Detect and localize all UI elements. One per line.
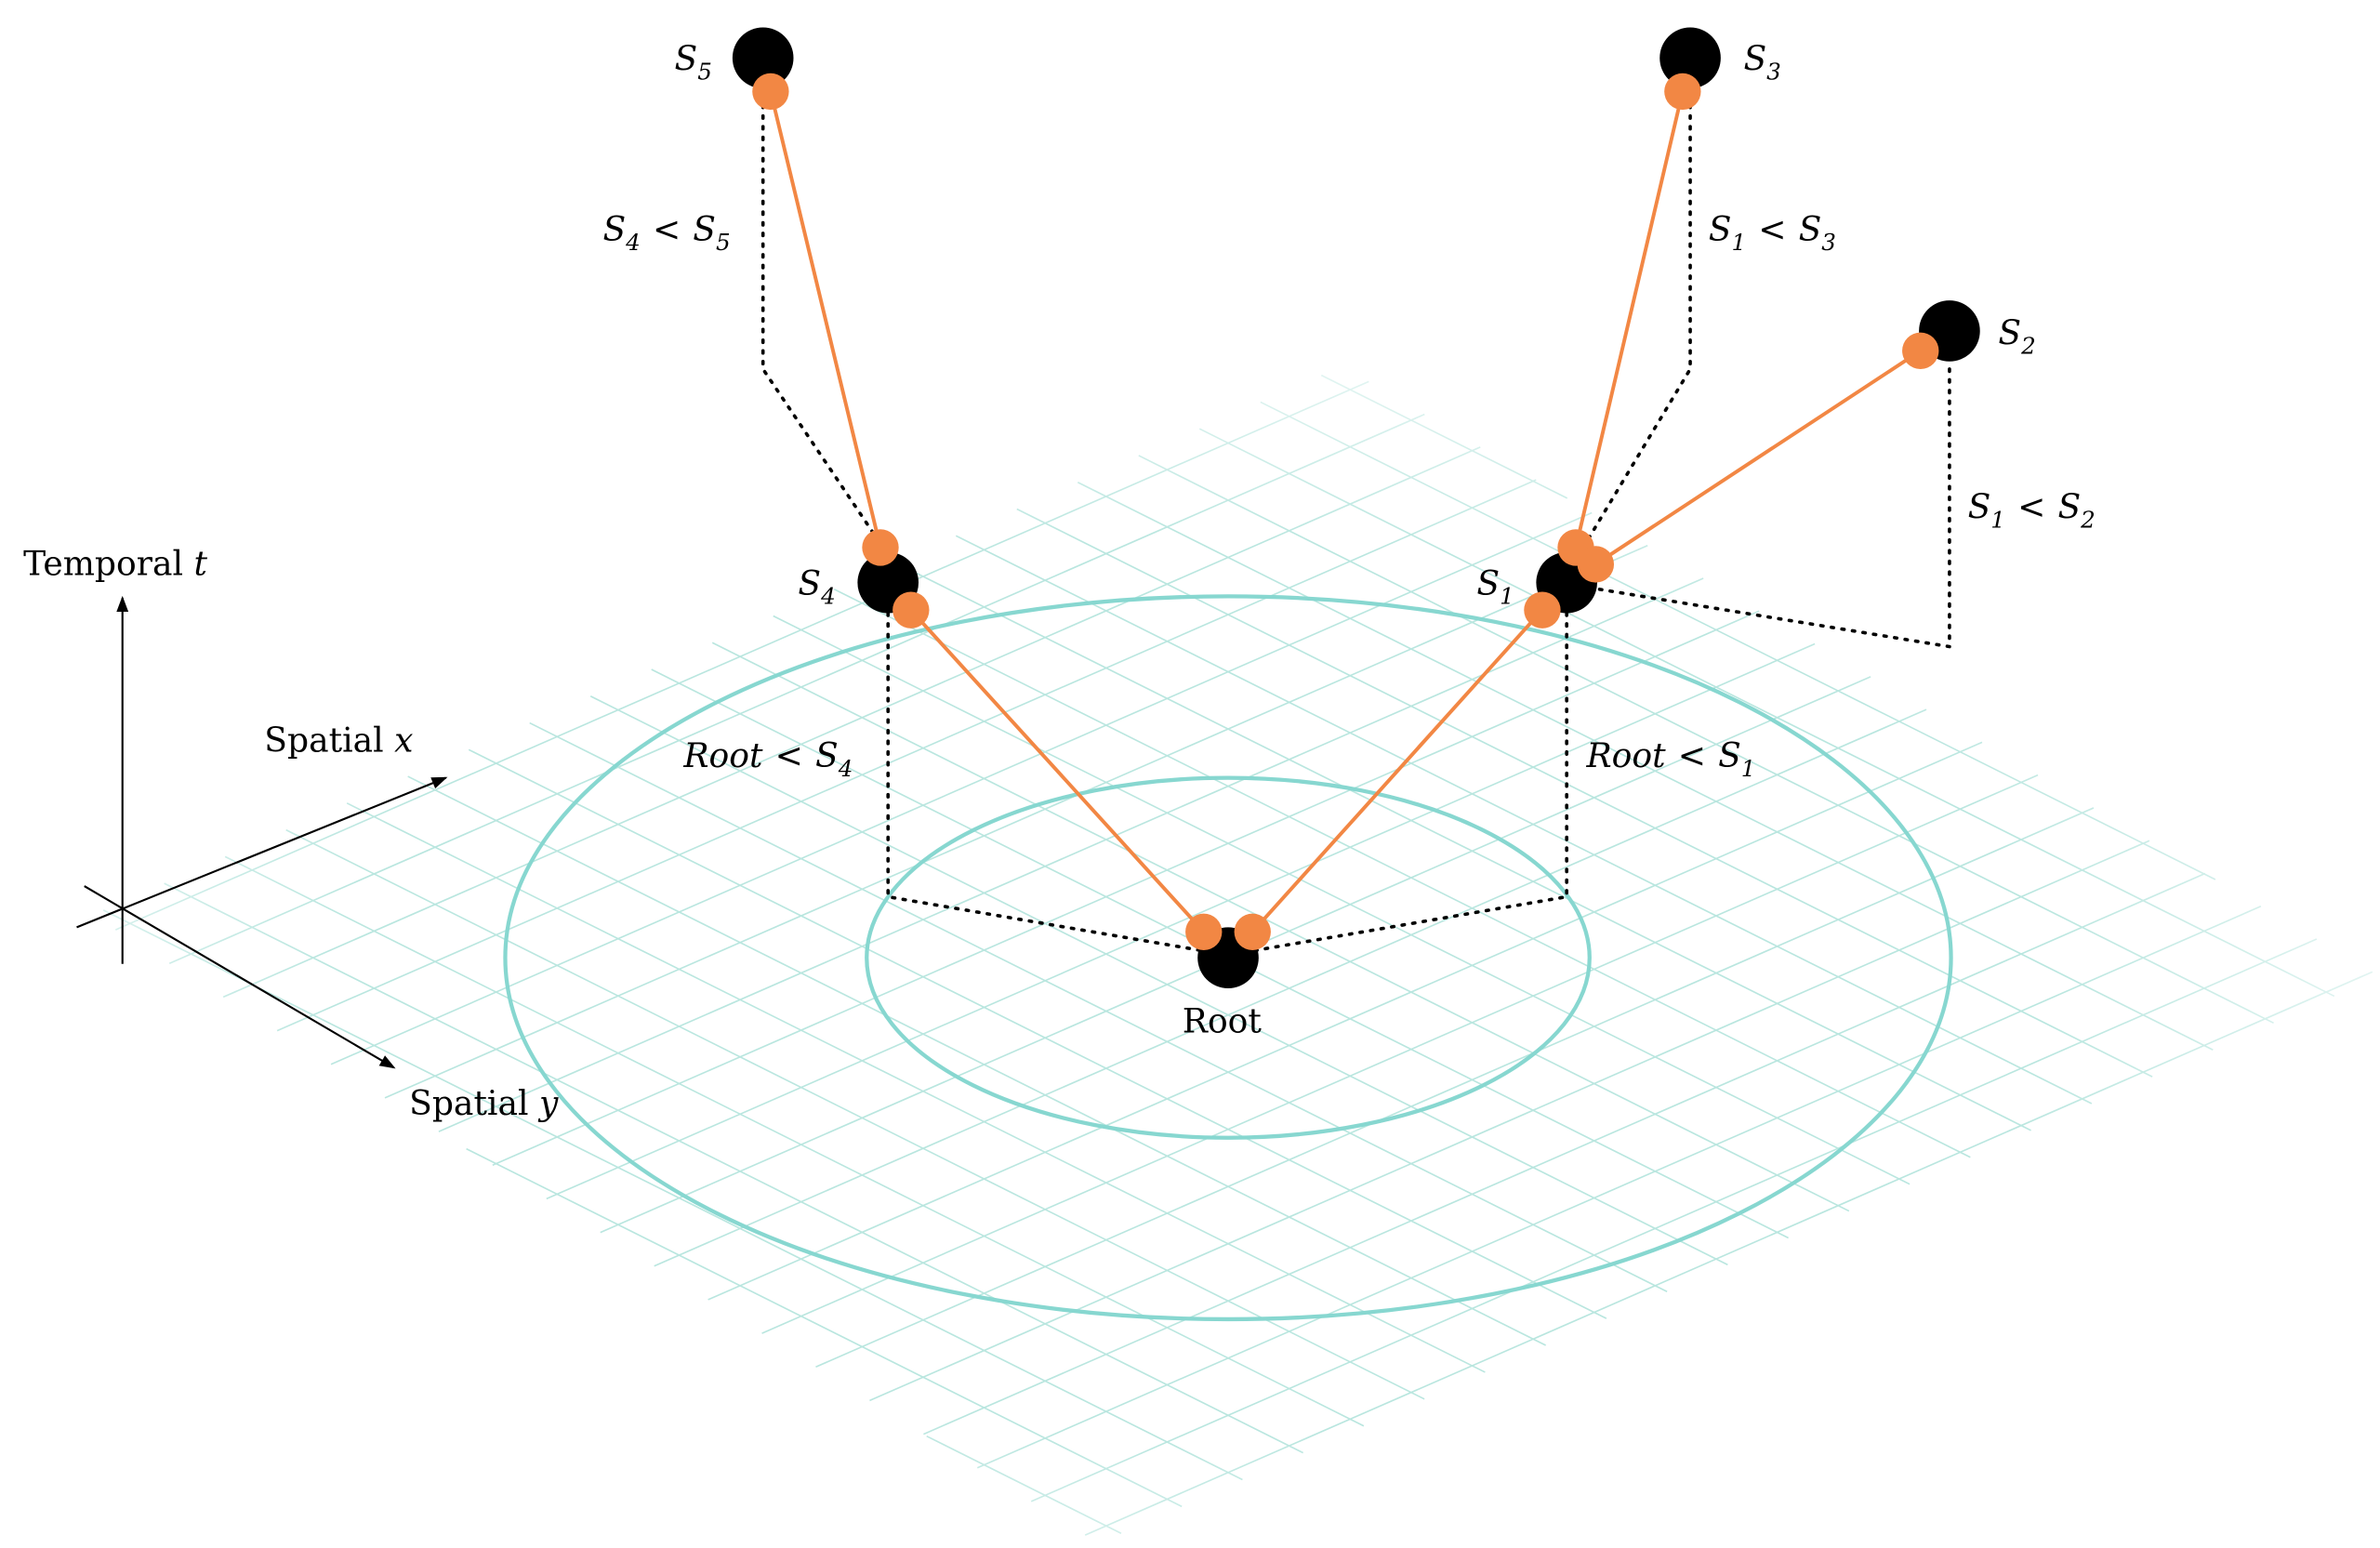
grid-line xyxy=(276,479,1537,1032)
grid-line xyxy=(222,446,1481,999)
projection-s5 xyxy=(760,92,878,539)
grid-line xyxy=(654,708,1927,1267)
grid-line xyxy=(761,774,2039,1334)
constraint-s1-s2: S1<S2 xyxy=(1968,488,2096,534)
label-s2: S2 xyxy=(1998,314,2035,360)
grid-line xyxy=(1077,481,2214,1051)
label-s4: S4 xyxy=(798,564,835,610)
grid-line xyxy=(466,1147,1183,1508)
grid-line xyxy=(168,413,1425,965)
endpoint xyxy=(1577,546,1615,583)
grid-line xyxy=(346,802,1486,1373)
label-s5: S5 xyxy=(675,39,712,85)
grid-line xyxy=(1260,401,2216,880)
endpoint xyxy=(752,73,789,111)
edge-s4-s5 xyxy=(768,90,882,549)
grid-line xyxy=(815,807,2095,1369)
grid-line xyxy=(102,909,1243,1481)
grid-line xyxy=(438,577,1704,1132)
edge-root-s1 xyxy=(1250,608,1544,933)
grid-line xyxy=(1084,971,2373,1536)
edge-endpoints xyxy=(752,73,1939,950)
node-s5 xyxy=(732,27,794,89)
projection-s4 xyxy=(886,611,1210,954)
grid-line xyxy=(546,642,1816,1200)
outer-ring xyxy=(503,594,1953,1322)
grid-line xyxy=(114,380,1369,931)
spatial-x-axis-label: Spatial x xyxy=(264,721,413,761)
label-s3: S3 xyxy=(1743,39,1780,85)
axes-gizmo: Temporal t Spatial x Spatial y xyxy=(23,544,559,1123)
grid-line xyxy=(407,775,1547,1346)
grid-line xyxy=(711,642,1850,1212)
grid-line xyxy=(707,741,1983,1301)
grid-line xyxy=(468,748,1607,1319)
grid-line xyxy=(164,882,1304,1454)
projection-s1 xyxy=(1246,611,1568,954)
grid-line xyxy=(1016,508,2153,1078)
endpoint xyxy=(892,591,930,628)
grid-line xyxy=(1198,428,2335,998)
node-s3 xyxy=(1659,27,1721,89)
constraint-root-s1: Root<S1 xyxy=(1586,736,1756,782)
grid-line xyxy=(384,544,1648,1099)
spatial-y-axis-label: Spatial y xyxy=(409,1084,559,1123)
grid-line xyxy=(894,562,2031,1131)
grid-line xyxy=(869,840,2150,1402)
grid-line xyxy=(285,828,1425,1400)
grid-line xyxy=(529,721,1668,1292)
label-s1: S1 xyxy=(1476,564,1514,610)
endpoint xyxy=(1234,913,1271,950)
projection-s2 xyxy=(1593,367,1951,649)
grid-line xyxy=(224,855,1365,1427)
grid-line xyxy=(492,610,1760,1167)
grid-line xyxy=(1138,455,2274,1025)
edge-s1-s3 xyxy=(1574,90,1685,549)
constraint-s1-s3: S1<S3 xyxy=(1709,210,1836,256)
grid-line xyxy=(955,535,2093,1105)
inner-ring xyxy=(865,775,1592,1140)
endpoint xyxy=(1524,591,1561,628)
grid-line xyxy=(976,906,2262,1469)
grid-line xyxy=(773,615,1911,1185)
endpoint xyxy=(1185,913,1223,950)
endpoint xyxy=(1902,332,1939,369)
grid-line xyxy=(1320,374,1568,499)
temporal-axis-label: Temporal t xyxy=(23,544,207,583)
grid-line xyxy=(833,589,1971,1158)
edge-root-s4 xyxy=(909,608,1206,933)
grid-line xyxy=(1030,938,2318,1502)
label-root: Root xyxy=(1183,1002,1263,1041)
ground-plane-grid xyxy=(102,374,2373,1536)
edge-s1-s2 xyxy=(1594,349,1922,566)
spatial-y-axis xyxy=(84,885,396,1069)
grid-line xyxy=(923,872,2206,1436)
grid-line xyxy=(926,1435,1122,1535)
grid-line xyxy=(589,695,1728,1266)
endpoint xyxy=(862,529,899,566)
projection-s3 xyxy=(1587,92,1692,539)
constraint-s4-s5: S4<S5 xyxy=(602,210,730,256)
endpoint xyxy=(1664,73,1701,111)
constraint-root-s4: Root<S4 xyxy=(682,736,853,782)
spatial-x-axis xyxy=(76,776,448,929)
